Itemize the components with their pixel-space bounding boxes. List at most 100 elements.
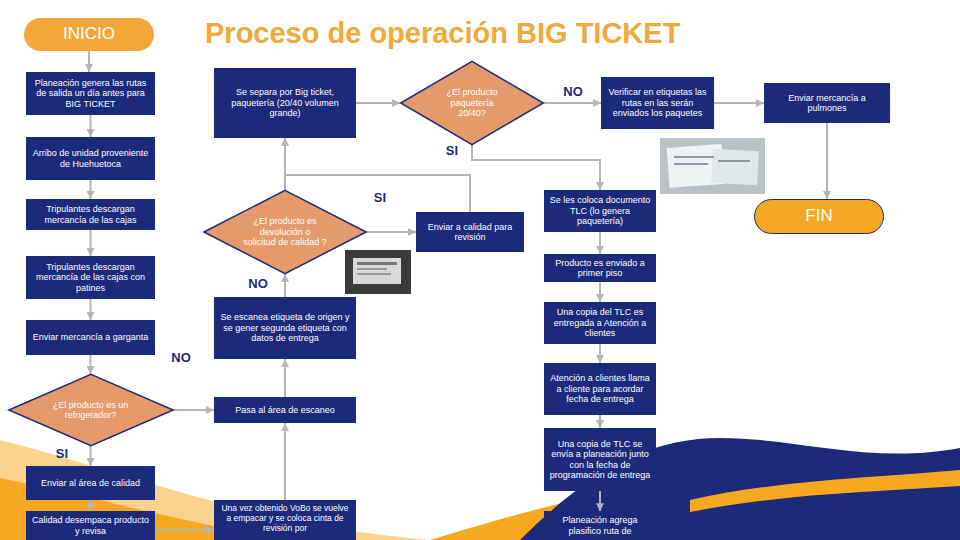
node-body: Una copia de TLC se envía a planeación j…: [549, 439, 651, 480]
photo-line: [674, 156, 714, 158]
process-box: Tripulantes descargan mercancía de las c…: [26, 199, 155, 230]
node-text: Atención a clientes llama a cliente para…: [549, 373, 651, 404]
node-body: Se escanea etiqueta de origen y se gener…: [219, 312, 351, 343]
node-body: Enviar al área de calidad: [31, 478, 150, 488]
photo-frame: [345, 250, 411, 294]
node-text: Se les coloca documento TLC (lo genera p…: [549, 195, 651, 226]
label-photo: [345, 250, 411, 294]
node-body: INICIO: [34, 25, 144, 44]
photo-barcode: [357, 262, 397, 265]
diamond-shape: [204, 190, 366, 273]
node-text: Tripulantes descargan mercancía de las c…: [31, 204, 150, 225]
node-text: Verificar en etiquetas las rutas en las …: [606, 87, 709, 118]
flow-arrow: [90, 500, 92, 511]
branch-label: SI: [54, 446, 70, 461]
process-box: Enviar al área de calidad: [26, 466, 155, 500]
flow-arrow: [714, 102, 764, 104]
flow-arrow: [599, 491, 601, 511]
diamond-shape: [8, 374, 172, 445]
flow-arrow: [599, 282, 601, 302]
node-text: Se separa por Big ticket, paquetería (20…: [219, 87, 351, 118]
terminal-pill: INICIO: [24, 18, 154, 51]
process-box: Pasa al área de escaneo: [214, 397, 356, 423]
process-box: Enviar mercancía a garganta: [26, 320, 155, 355]
node-body: Producto es enviado a primer piso: [549, 258, 651, 279]
node-text: Planeación agrega plasifico ruta de: [549, 515, 651, 536]
process-box: Una vez obtenido VoBo se vuelve a empaca…: [214, 500, 356, 540]
node-body: Calidad desempaca producto y revisa: [31, 515, 150, 536]
node-text: Enviar mercancía a garganta: [31, 332, 150, 342]
node-text: Arribo de unidad proveniente de Huehueto…: [31, 148, 150, 169]
photo-line: [357, 268, 387, 270]
document-photo: [660, 138, 765, 194]
flow-arrow: [90, 180, 92, 199]
process-box: Planeación genera las rutas de salida un…: [26, 72, 155, 115]
node-body: Pasa al área de escaneo: [219, 405, 351, 415]
flow-arrow: [284, 274, 286, 297]
photo-line: [674, 163, 708, 165]
flow-arrow: [599, 415, 601, 428]
flow-arrow: [599, 344, 601, 363]
node-text: Se escanea etiqueta de origen y se gener…: [219, 312, 351, 343]
process-box: Arribo de unidad proveniente de Huehueto…: [26, 137, 155, 180]
decision-diamond: ¿El producto es un refrigerador?: [8, 374, 174, 446]
node-body: Una vez obtenido VoBo se vuelve a empaca…: [219, 504, 351, 533]
decision-diamond: ¿El producto es devolución o solicitud d…: [203, 190, 367, 274]
photo-paper: [711, 149, 759, 185]
node-body: ¿El producto es devolución o solicitud d…: [243, 216, 328, 247]
branch-label: NO: [169, 350, 193, 365]
flow-arrow: [90, 446, 92, 466]
photo-line: [357, 273, 391, 275]
node-body: ¿El producto es un refrigerador?: [45, 400, 136, 421]
flow-arrow: [90, 230, 92, 256]
flow-arrow: [155, 529, 214, 531]
node-body: Una copia del TLC es entregada a Atenció…: [549, 307, 651, 338]
node-body: Se separa por Big ticket, paquetería (20…: [219, 87, 351, 118]
page-title: Proceso de operación BIG TICKET: [205, 18, 680, 50]
node-text: ¿El producto es un refrigerador?: [45, 400, 136, 421]
process-box: Enviar mercancía a pulmones: [764, 83, 890, 123]
node-text: Una vez obtenido VoBo se vuelve a empaca…: [219, 504, 351, 533]
process-box: Verificar en etiquetas las rutas en las …: [601, 77, 714, 129]
node-text: Una copia del TLC es entregada a Atenció…: [549, 307, 651, 338]
process-box: Atención a clientes llama a cliente para…: [544, 363, 656, 415]
node-text: INICIO: [34, 25, 144, 44]
flow-arrow: [826, 123, 828, 199]
node-text: Pasa al área de escaneo: [219, 405, 351, 415]
flow-arrow: [90, 115, 92, 137]
node-text: Enviar al área de calidad: [31, 478, 150, 488]
node-body: Enviar mercancía a garganta: [31, 332, 150, 342]
node-body: Arribo de unidad proveniente de Huehueto…: [31, 148, 150, 169]
node-text: Planeación genera las rutas de salida un…: [31, 78, 150, 109]
process-box: Planeación agrega plasifico ruta de: [544, 511, 656, 540]
node-body: Planeación genera las rutas de salida un…: [31, 78, 150, 109]
node-body: Enviar mercancía a pulmones: [769, 93, 885, 114]
flow-arrow: [284, 359, 286, 397]
node-text: Enviar mercancía a pulmones: [769, 93, 885, 114]
node-text: Producto es enviado a primer piso: [549, 258, 651, 279]
terminal-pill: FIN: [754, 199, 884, 234]
node-body: ¿El producto paquetería 20/40?: [442, 87, 502, 118]
flow-arrow: [356, 102, 400, 104]
process-box: Una copia de TLC se envía a planeación j…: [544, 428, 656, 491]
node-text: ¿El producto paquetería 20/40?: [442, 87, 502, 118]
flow-arrow: [472, 145, 600, 190]
photo-line: [718, 160, 750, 162]
branch-label: SI: [444, 143, 460, 158]
node-text: Tripulantes descargan mercancía de las c…: [31, 262, 150, 293]
node-text: ¿El producto es devolución o solicitud d…: [243, 216, 328, 247]
process-box: Se les coloca documento TLC (lo genera p…: [544, 190, 656, 232]
node-text: Enviar a calidad para revisión: [421, 222, 519, 243]
process-box: Se escanea etiqueta de origen y se gener…: [214, 297, 356, 359]
flow-arrow: [599, 232, 601, 254]
flow-arrow: [90, 299, 92, 320]
decision-diamond: ¿El producto paquetería 20/40?: [400, 61, 544, 145]
process-box: Se separa por Big ticket, paquetería (20…: [214, 68, 356, 138]
flow-arrow: [367, 231, 416, 233]
flow-arrow: [90, 355, 92, 374]
node-text: FIN: [764, 207, 874, 226]
branch-label: SI: [372, 190, 388, 205]
node-body: Tripulantes descargan mercancía de las c…: [31, 262, 150, 293]
diamond-shape: [401, 61, 544, 144]
